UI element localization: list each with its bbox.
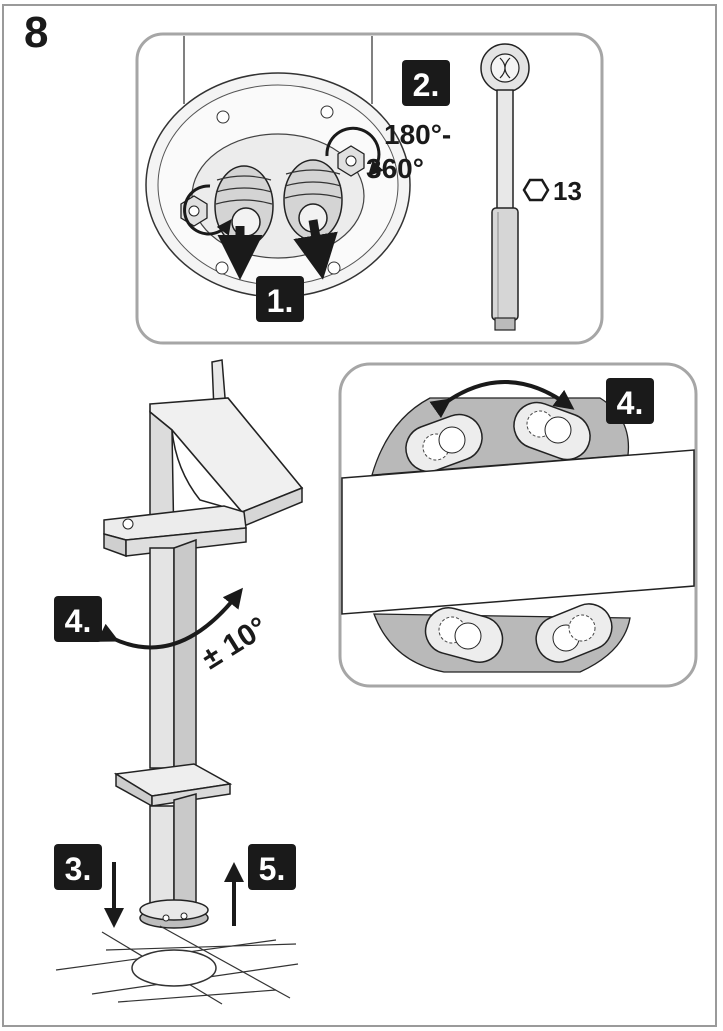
top-detail-panel: 2. 1. 180°- 360° 13 [135, 32, 604, 345]
rotate-left-arrow-icon [183, 184, 232, 236]
step-2-label: 2. [413, 67, 440, 103]
faucet-illustration: ± 10° [55, 359, 304, 1005]
step-5-badge: 5. [248, 844, 296, 890]
pull-down-arrow-right-icon [293, 219, 338, 280]
step-4-detail-label: 4. [617, 385, 644, 421]
hose-connector-right [283, 159, 343, 241]
step-3-badge: 3. [54, 844, 102, 890]
tilt-arrow-icon [96, 587, 243, 650]
step-5-label: 5. [259, 851, 286, 887]
rotate-right-arrow-icon [325, 126, 384, 177]
rotate-double-arrow-icon [429, 380, 575, 419]
wrench-size-label: 13 [553, 176, 582, 206]
hexagon-icon [522, 178, 550, 202]
right-detail-panel: 4. [338, 362, 698, 688]
step-4-badge: 4. [54, 596, 102, 642]
pillar-section [341, 449, 695, 615]
step-1-badge: 1. [256, 276, 304, 322]
step-4-detail-badge: 4. [606, 378, 654, 424]
rotation-label-bottom: 360° [366, 153, 424, 184]
tilt-angle-label: ± 10° [196, 611, 273, 676]
slot-bottom-right [535, 603, 613, 663]
floor-mounting-grid [55, 925, 299, 1005]
ratchet-wrench-icon [480, 43, 530, 331]
rotation-label-top: 180°- [384, 119, 451, 150]
slot-top-left [405, 413, 483, 473]
page-number: 8 [24, 8, 49, 57]
step-2-badge: 2. [402, 60, 450, 106]
base-plate-illustration [145, 36, 411, 298]
column-front [149, 547, 175, 769]
step-1-label: 1. [267, 283, 294, 319]
step-3-label: 3. [65, 851, 92, 887]
slot-bottom-left [424, 607, 504, 663]
page-frame [2, 4, 717, 1027]
step-4-label: 4. [65, 603, 92, 639]
